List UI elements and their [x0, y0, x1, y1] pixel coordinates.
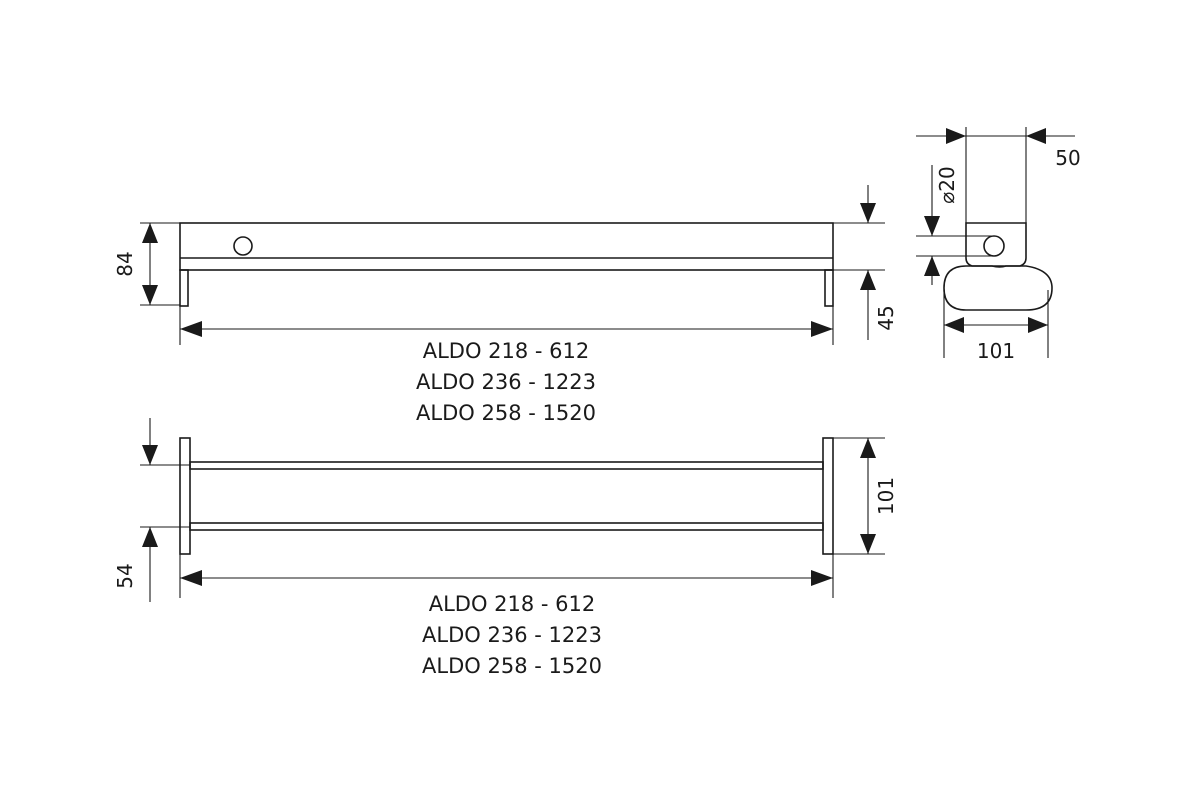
front-view	[179, 222, 834, 307]
top-depth-dimension: 101	[833, 437, 898, 555]
side-width-dimension: 101	[943, 290, 1049, 363]
side-diameter-label: ⌀20	[935, 166, 959, 204]
top-spacing-label: 54	[113, 563, 137, 588]
front-height-label: 84	[113, 251, 137, 276]
top-spacing-dimension: 54	[113, 418, 190, 602]
top-right-plate	[822, 437, 834, 555]
top-length-line-2: ALDO 236 - 1223	[422, 623, 602, 647]
top-length-line-3: ALDO 258 - 1520	[422, 654, 602, 678]
top-depth-label: 101	[874, 477, 898, 515]
front-rail-dimension: 45	[833, 185, 898, 340]
top-length-dimension	[179, 554, 834, 598]
side-depth-label: 50	[1055, 146, 1080, 170]
top-back-rail	[189, 522, 824, 531]
front-length-line-3: ALDO 258 - 1520	[416, 401, 596, 425]
side-bracket	[965, 222, 1027, 268]
front-height-dimension: 84	[113, 222, 180, 306]
front-bar-body	[179, 222, 834, 271]
front-bar-right-foot	[824, 269, 834, 307]
side-width-label: 101	[977, 339, 1015, 363]
front-length-line-2: ALDO 236 - 1223	[416, 370, 596, 394]
front-bar-hole	[233, 236, 253, 256]
front-rail-label: 45	[874, 305, 898, 330]
front-length-dimension	[179, 306, 834, 345]
front-length-line-1: ALDO 218 - 612	[423, 339, 590, 363]
side-diameter-dimension: ⌀20	[916, 165, 994, 285]
top-left-plate	[179, 437, 191, 555]
side-bar-section	[983, 235, 1005, 257]
top-view	[179, 437, 834, 555]
side-base-plate	[943, 265, 1053, 311]
side-depth-dimension: 50	[916, 128, 1081, 170]
top-length-line-1: ALDO 218 - 612	[429, 592, 596, 616]
top-front-rail	[189, 461, 824, 470]
side-view	[943, 127, 1053, 311]
front-bar-left-foot	[179, 269, 189, 307]
